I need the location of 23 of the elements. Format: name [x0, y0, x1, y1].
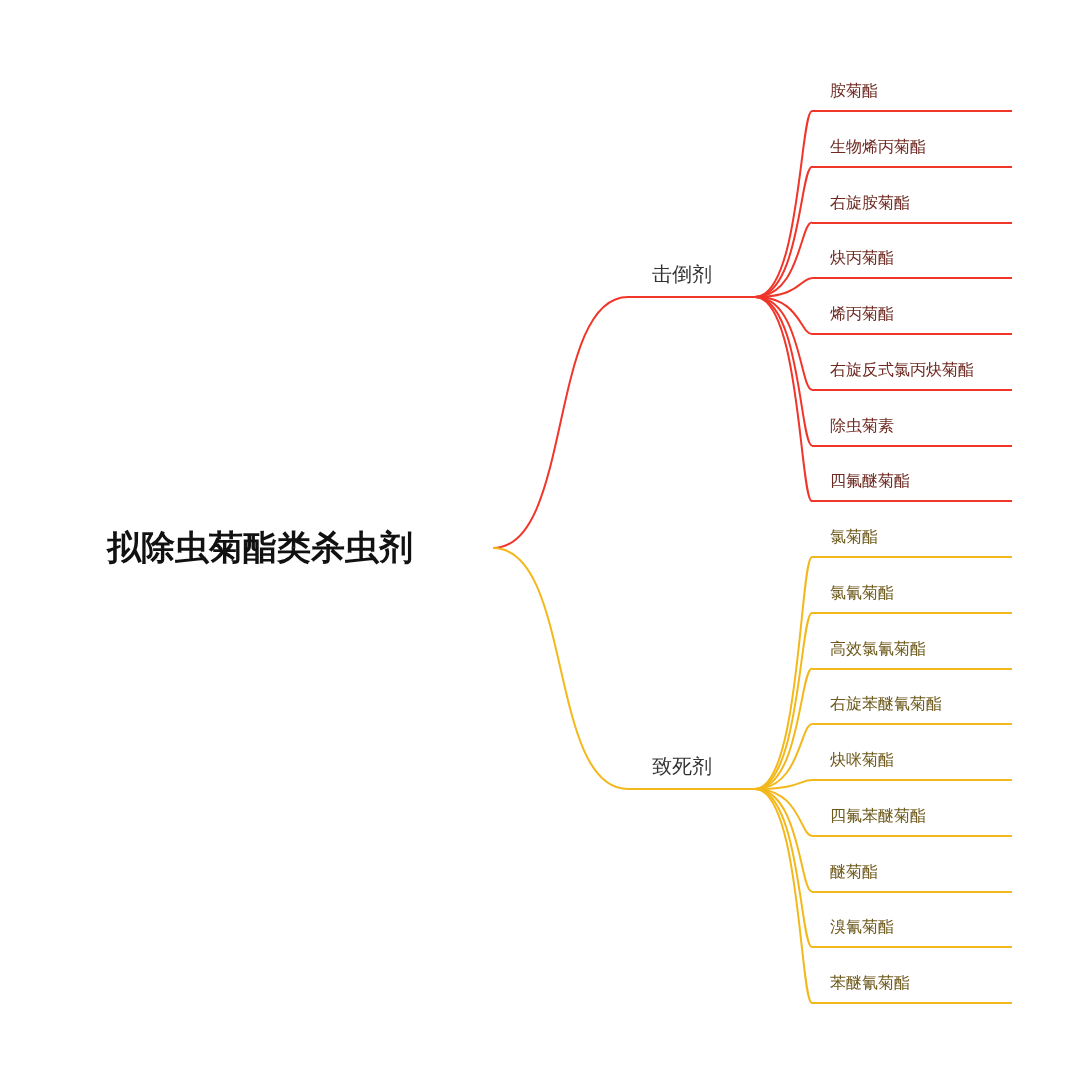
leaf-topic: 氯氰菊酯: [812, 573, 1012, 614]
leaf-topic: 炔丙菊酯: [812, 239, 1012, 280]
branch-topic: 致死剂: [628, 750, 755, 790]
leaf-topic: 四氟醚菊酯: [812, 462, 1012, 503]
branch-topic: 击倒剂: [628, 258, 755, 298]
leaf-topic: 四氟苯醚菊酯: [812, 796, 1012, 837]
branch-line: [754, 296, 813, 503]
leaf-topic: 胺菊酯: [812, 72, 1012, 112]
leaf-topic: 除虫菊素: [812, 406, 1012, 447]
leaf-topic: 氯菊酯: [812, 518, 1012, 558]
root-topic: 拟除虫菊酯类杀虫剂: [95, 520, 493, 576]
leaf-topic: 炔咪菊酯: [812, 741, 1012, 781]
leaf-topic: 高效氯氰菊酯: [812, 629, 1012, 670]
leaf-topic: 右旋反式氯丙炔菊酯: [812, 350, 1012, 391]
leaf-topic: 烯丙菊酯: [812, 295, 1012, 335]
leaf-topic: 右旋胺菊酯: [812, 183, 1012, 224]
leaf-topic: 生物烯丙菊酯: [812, 127, 1012, 168]
leaf-topic: 苯醚氰菊酯: [812, 964, 1012, 1004]
leaf-topic: 右旋苯醚氰菊酯: [812, 685, 1012, 726]
leaf-topic: 溴氰菊酯: [812, 908, 1012, 949]
leaf-topic: 醚菊酯: [812, 852, 1012, 893]
branch-line: [492, 547, 629, 790]
branch-line: [754, 788, 813, 1004]
